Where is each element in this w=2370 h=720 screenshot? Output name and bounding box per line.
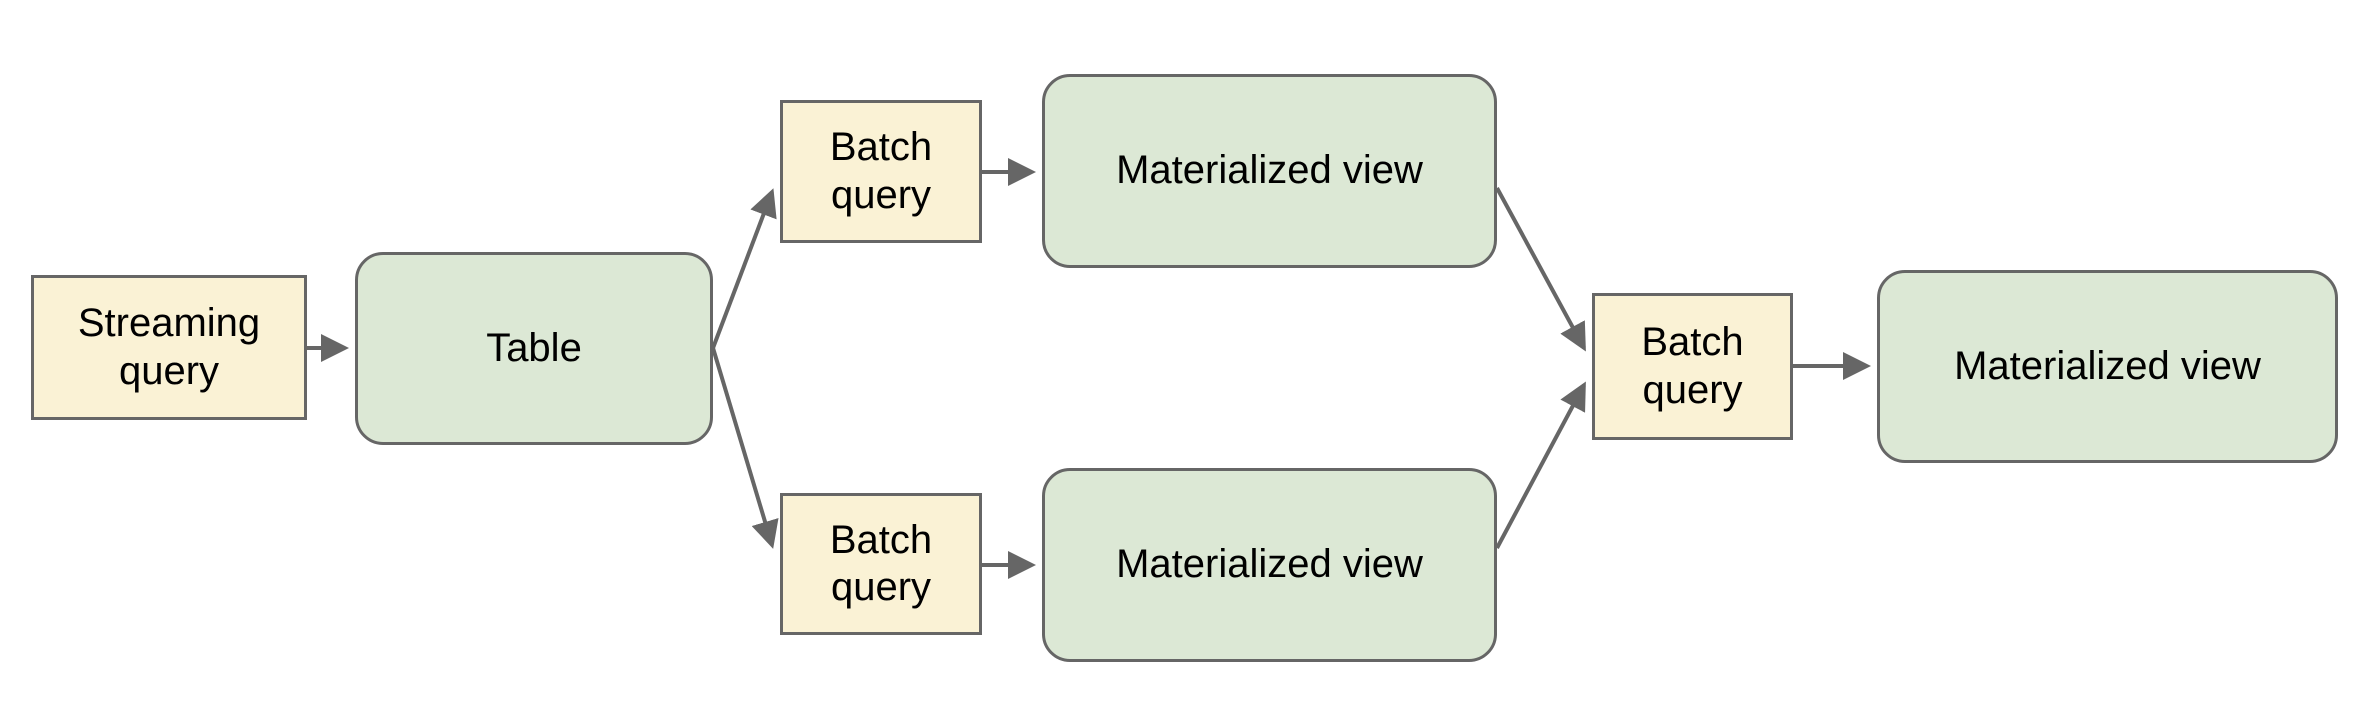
node-batch-query-bottom[interactable]: Batch query — [780, 493, 982, 635]
node-batch-query-join-label: Batch query — [1641, 320, 1744, 412]
node-batch-query-top-label: Batch query — [829, 125, 933, 217]
node-materialized-view-bottom[interactable]: Materialized view — [1042, 468, 1497, 662]
node-table[interactable]: Table — [355, 252, 713, 445]
edge-table-to-batch-query-top — [711, 188, 777, 349]
node-materialized-view-bottom-label: Materialized view — [1116, 542, 1423, 587]
node-streaming-query-label: Streaming query — [77, 301, 261, 393]
edge-materialized-view-bottom-to-batch-query-join — [1495, 381, 1586, 549]
node-streaming-query[interactable]: Streaming query — [31, 275, 307, 420]
node-materialized-view-top-label: Materialized view — [1116, 148, 1423, 193]
node-batch-query-join[interactable]: Batch query — [1592, 293, 1793, 440]
edge-materialized-view-top-to-batch-query-join — [1495, 187, 1586, 352]
edge-table-to-batch-query-bottom — [711, 347, 779, 549]
node-batch-query-top[interactable]: Batch query — [780, 100, 982, 243]
node-materialized-view-final-label: Materialized view — [1954, 343, 2261, 388]
node-materialized-view-final[interactable]: Materialized view — [1877, 270, 2338, 463]
node-materialized-view-top[interactable]: Materialized view — [1042, 74, 1497, 268]
node-batch-query-bottom-label: Batch query — [829, 517, 933, 609]
node-table-label: Table — [486, 325, 582, 370]
